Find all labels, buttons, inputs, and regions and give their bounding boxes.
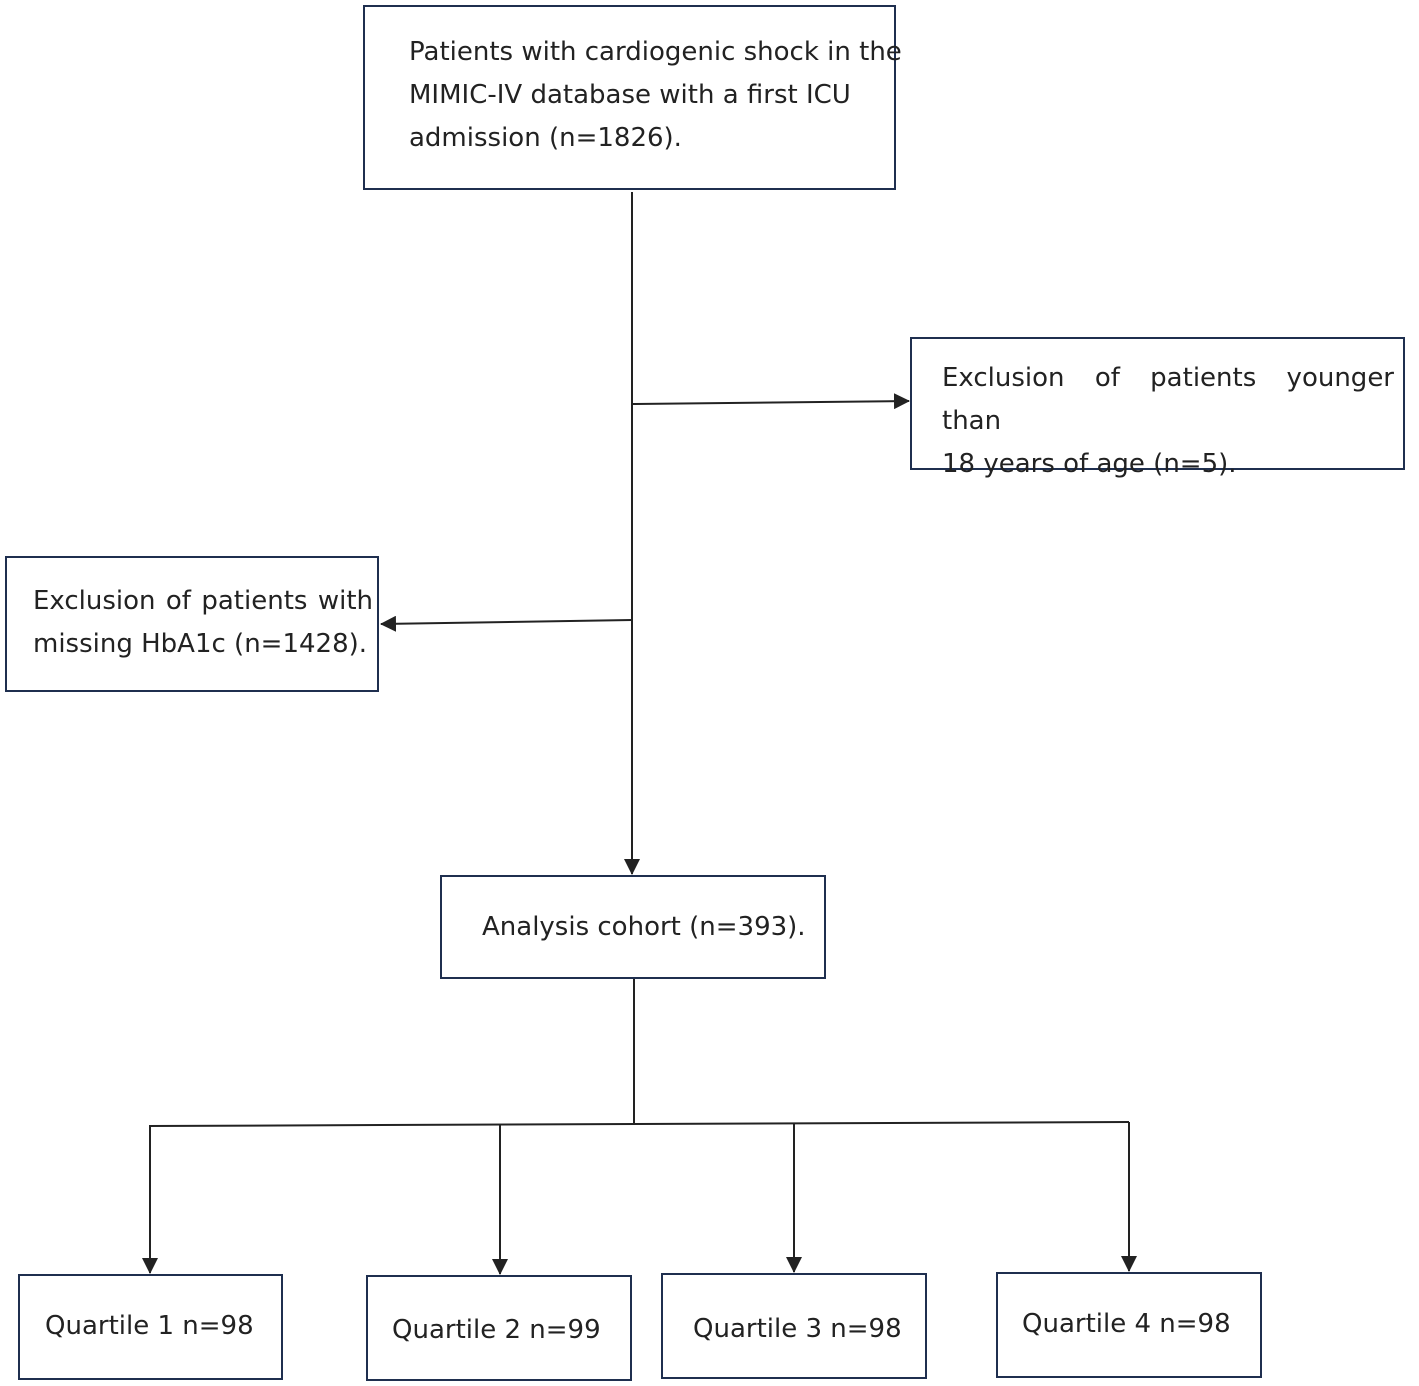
quartile-3-box: Quartile 3 n=98: [661, 1273, 927, 1379]
age-exclusion-line-1: Exclusion of patients younger than: [942, 363, 1394, 436]
quartile-distribution-line: [148, 1121, 1130, 1127]
quartile-4-box: Quartile 4 n=98: [996, 1272, 1262, 1378]
age-exclusion-line-2: 18 years of age (n=5).: [942, 449, 1237, 479]
hba1c-exclusion-arrow: [380, 615, 633, 632]
analysis-cohort-box: Analysis cohort (n=393).: [440, 875, 826, 979]
age-exclusion-box: Exclusion of patients younger than 18 ye…: [910, 337, 1405, 479]
start-box: Patients with cardiogenic shock in the M…: [363, 5, 902, 190]
start-box-text: Patients with cardiogenic shock in the M…: [409, 31, 902, 160]
hba1c-exclusion-line-1: Exclusion of patients with: [33, 586, 373, 616]
quartile-2-box: Quartile 2 n=99: [366, 1275, 632, 1381]
quartile-1-box: Quartile 1 n=98: [18, 1274, 283, 1380]
start-box-line-2: MIMIC-IV database with a first ICU: [409, 80, 851, 110]
hba1c-exclusion-box: Exclusion of patients with missing HbA1c…: [5, 556, 379, 692]
hba1c-exclusion-line-2: missing HbA1c (n=1428).: [33, 629, 368, 659]
age-exclusion-arrow: [631, 393, 910, 410]
start-box-line-3: admission (n=1826).: [409, 123, 682, 153]
analysis-cohort-label: Analysis cohort (n=393).: [482, 912, 806, 942]
quartile-1-label: Quartile 1 n=98: [45, 1311, 254, 1341]
age-exclusion-text: Exclusion of patients younger than 18 ye…: [942, 357, 1394, 486]
quartile-4-label: Quartile 4 n=98: [1022, 1309, 1231, 1339]
quartile-2-label: Quartile 2 n=99: [392, 1315, 601, 1345]
hba1c-exclusion-text: Exclusion of patients with missing HbA1c…: [33, 580, 373, 666]
quartile-3-label: Quartile 3 n=98: [693, 1314, 902, 1344]
start-box-line-1: Patients with cardiogenic shock in the: [409, 37, 902, 67]
